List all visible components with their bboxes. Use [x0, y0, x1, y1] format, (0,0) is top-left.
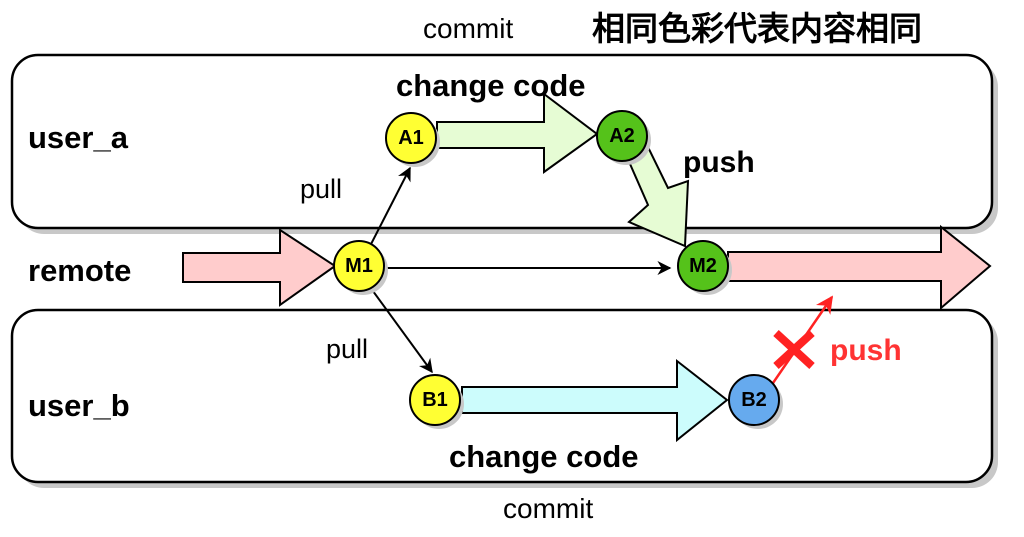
pull-b-label: pull [326, 334, 368, 364]
node-a2: A2 [596, 110, 651, 165]
node-b1: B1 [409, 374, 464, 429]
legend-note: 相同色彩代表内容相同 [592, 10, 922, 47]
node-b2: B2 [728, 374, 783, 429]
node-a2-circle [596, 110, 648, 162]
node-a2-label: A2 [609, 125, 635, 147]
node-a1-label: A1 [398, 127, 424, 149]
user-b-change-arrow [461, 358, 729, 443]
remote-incoming-arrow [182, 228, 337, 307]
change-code-a-label: change code [396, 68, 586, 103]
node-m2-circle [677, 240, 729, 292]
lane-label-user-b: user_b [28, 388, 130, 423]
push-a-label: push [683, 146, 755, 179]
node-m1: M1 [333, 240, 388, 295]
lane-label-remote: remote [28, 253, 131, 288]
node-b2-circle [728, 374, 780, 426]
remote-outgoing-arrow [727, 224, 992, 311]
node-b1-circle [409, 374, 461, 426]
pull-a-label: pull [300, 174, 342, 204]
push-b-rejected-label: push [830, 334, 902, 367]
node-a1: A1 [385, 112, 440, 167]
node-b1-label: B1 [422, 389, 448, 411]
node-a1-circle [385, 112, 437, 164]
pull-arrow-a [367, 166, 411, 251]
node-m2: M2 [677, 240, 732, 295]
rejected-x-icon [773, 330, 815, 369]
change-code-b-label: change code [449, 439, 639, 474]
node-m1-label: M1 [345, 255, 373, 277]
node-m2-label: M2 [689, 255, 717, 277]
user-a-change-arrow [436, 91, 599, 174]
lane-label-user-a: user_a [28, 120, 129, 155]
node-b2-label: B2 [741, 389, 767, 411]
commit-top-label: commit [423, 13, 513, 44]
pull-arrow-b [369, 286, 433, 374]
node-m1-circle [333, 240, 385, 292]
commit-bottom-label: commit [503, 493, 593, 524]
user-a-push-arrow [625, 143, 690, 248]
